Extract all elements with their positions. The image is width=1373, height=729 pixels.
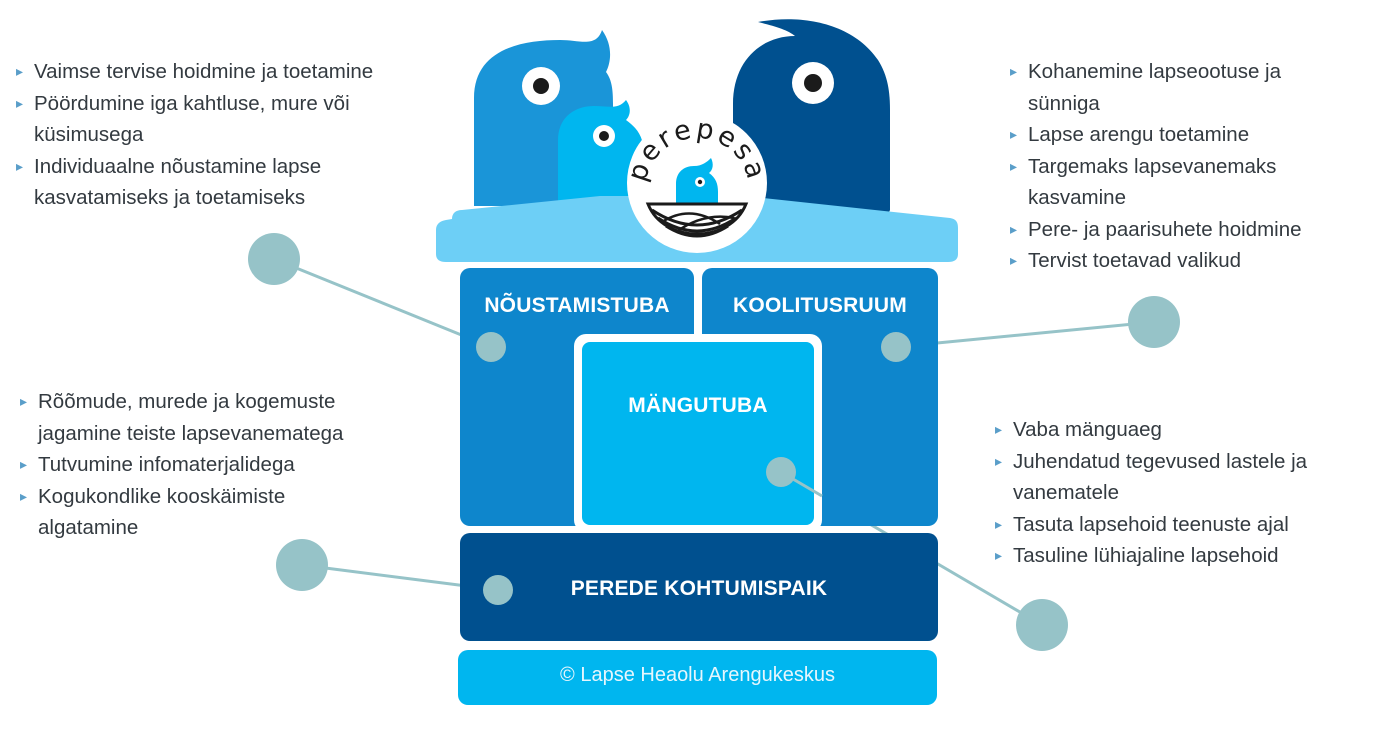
list-item: Tervist toetavad valikud	[1010, 245, 1362, 277]
list-item: Vaimse tervise hoidmine ja toetamine	[16, 56, 456, 88]
bird-small	[558, 100, 644, 206]
connector-node-noustamistuba-inner	[476, 332, 506, 362]
room-label-koolitusruum: KOOLITUSRUUM	[733, 294, 907, 317]
perepesa-logo: perepesa	[622, 113, 769, 253]
connector-node-kohtumispaik-inner	[483, 575, 513, 605]
copyright-text: © Lapse Heaolu Arengukeskus	[560, 664, 835, 686]
list-kohtumispaik: Rõõmude, murede ja kogemuste jagamine te…	[20, 386, 420, 544]
list-item: Lapse arengu toetamine	[1010, 119, 1362, 151]
list-item: Tasuta lapsehoid teenuste ajal	[995, 509, 1355, 541]
list-item: Kohanemine lapseootuse ja sünniga	[1010, 56, 1328, 119]
room-label-noustamistuba: NÕUSTAMISTUBA	[484, 294, 670, 317]
footer-bar	[458, 650, 937, 705]
connector-line-noustamistuba	[273, 257, 492, 349]
room-label-kohtumispaik: PEREDE KOHTUMISPAIK	[570, 577, 828, 600]
list-item: Individuaalne nõustamine lapse kasvatami…	[16, 151, 409, 214]
list-item: Tutvumine infomaterjalidega	[20, 449, 420, 481]
connector-node-mangutuba-outer	[1016, 599, 1068, 651]
list-item: Juhendatud tegevused lastele ja vanemate…	[995, 446, 1343, 509]
list-koolitusruum: Kohanemine lapseootuse ja sünniga Lapse …	[1010, 56, 1362, 277]
room-kohtumispaik	[460, 533, 938, 641]
connector-node-kohtumispaik-outer	[276, 539, 328, 591]
connectors	[248, 233, 1180, 651]
list-item: Pere- ja paarisuhete hoidmine	[1010, 214, 1362, 246]
list-item: Vaba mänguaeg	[995, 414, 1355, 446]
list-item: Targemaks lapsevanemaks kasvamine	[1010, 151, 1343, 214]
list-item: Tasuline lühiajaline lapsehoid	[995, 540, 1355, 572]
room-label-mangutuba: MÄNGUTUBA	[628, 394, 768, 417]
connector-node-koolitusruum-outer	[1128, 296, 1180, 348]
list-mangutuba: Vaba mänguaeg Juhendatud tegevused laste…	[995, 414, 1355, 572]
list-item: Rõõmude, murede ja kogemuste jagamine te…	[20, 386, 418, 449]
list-noustamistuba: Vaimse tervise hoidmine ja toetamine Pöö…	[16, 56, 456, 214]
connector-node-koolitusruum-inner	[881, 332, 911, 362]
room-mangutuba	[582, 342, 814, 525]
connector-line-koolitusruum	[895, 320, 1155, 349]
list-item: Pöördumine iga kahtluse, mure või küsimu…	[16, 88, 386, 151]
connector-node-noustamistuba-outer	[248, 233, 300, 285]
bird-right	[733, 19, 890, 233]
list-item: Kogukondlike kooskäimiste algatamine	[20, 481, 358, 544]
